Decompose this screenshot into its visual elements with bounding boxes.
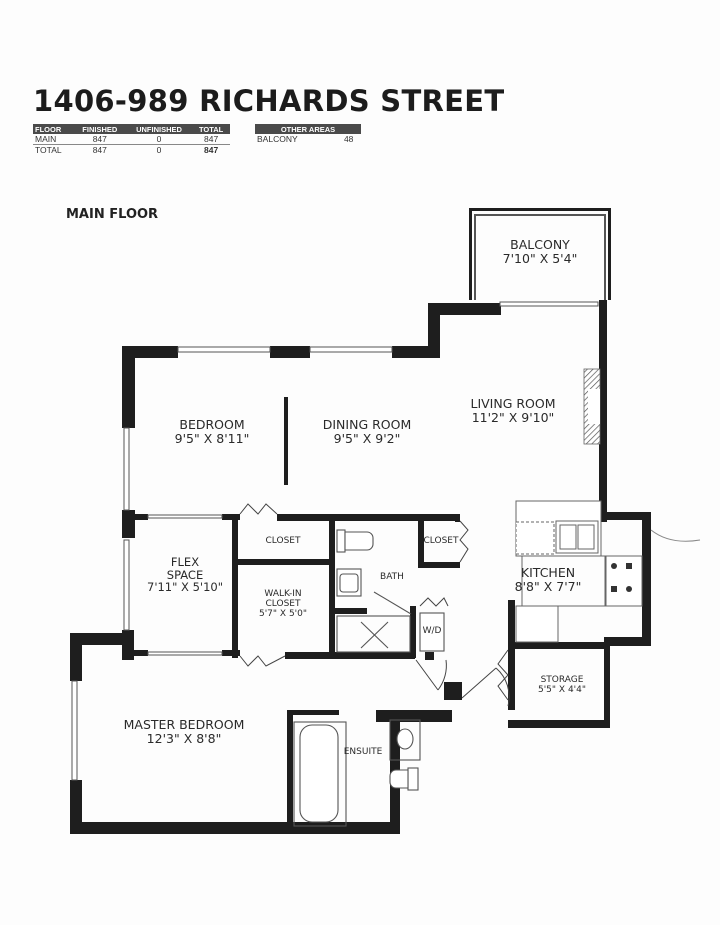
room-name: BEDROOM bbox=[179, 417, 245, 432]
room-balcony: BALCONY 7'10" X 5'4" bbox=[503, 238, 578, 266]
room-bedroom: BEDROOM 9'5" X 8'11" bbox=[175, 418, 250, 446]
fireplace bbox=[583, 368, 601, 445]
room-dimensions: 9'5" X 9'2" bbox=[333, 430, 401, 446]
cell-unfinished: 0 bbox=[125, 134, 193, 145]
room-living: LIVING ROOM 11'2" X 9'10" bbox=[470, 397, 555, 425]
room-dimensions: 9'5" X 8'11" bbox=[174, 430, 250, 446]
room-name: W/D bbox=[422, 626, 442, 636]
room-closet: CLOSET bbox=[265, 536, 301, 547]
room-dimensions: 12'3" X 8'8" bbox=[146, 730, 222, 746]
room-name: ENSUITE bbox=[343, 747, 383, 757]
room-name: CLOSET bbox=[265, 536, 301, 546]
cell-total: 847 bbox=[204, 145, 219, 155]
room-name: CLOSET bbox=[265, 598, 301, 609]
table-header-row: FLOOR FINISHED UNFINISHED TOTAL bbox=[33, 124, 230, 134]
doors bbox=[239, 503, 701, 707]
other-areas-table: OTHER AREAS BALCONY 48 bbox=[255, 124, 361, 144]
table-row: TOTAL 847 0 847 bbox=[33, 145, 230, 155]
cell-finished: 847 bbox=[73, 134, 126, 145]
room-dimensions: 5'5" X 4'4" bbox=[537, 684, 587, 695]
bath-fixtures bbox=[293, 529, 445, 827]
walls bbox=[70, 208, 651, 834]
cell-finished: 847 bbox=[92, 145, 107, 155]
cell-area-value: 48 bbox=[343, 134, 354, 144]
area-summary-table: FLOOR FINISHED UNFINISHED TOTAL MAIN 847… bbox=[33, 124, 230, 155]
page-title: 1406-989 RICHARDS STREET bbox=[33, 84, 505, 118]
stove-burners bbox=[611, 563, 632, 592]
room-closet-bath: CLOSET bbox=[423, 536, 459, 547]
table-row: MAIN 847 0 847 bbox=[33, 134, 230, 145]
column-header: UNFINISHED bbox=[125, 124, 193, 134]
room-walk-in-closet: WALK-IN CLOSET 5'7" X 5'0" bbox=[258, 589, 308, 620]
cell-unfinished: 0 bbox=[156, 145, 162, 155]
cell-area-name: BALCONY bbox=[257, 134, 298, 144]
room-name: WALK-IN bbox=[264, 589, 302, 599]
column-header: FLOOR bbox=[33, 124, 74, 134]
room-name: BATH bbox=[380, 572, 404, 582]
room-washer-dryer: W/D bbox=[422, 626, 442, 637]
room-dimensions: 11'2" X 9'10" bbox=[471, 409, 555, 425]
room-bath: BATH bbox=[380, 572, 404, 583]
cell-floor: TOTAL bbox=[35, 145, 62, 155]
room-master-bedroom: MASTER BEDROOM 12'3" X 8'8" bbox=[124, 718, 245, 746]
room-name: CLOSET bbox=[423, 536, 459, 546]
room-name: SPACE bbox=[166, 567, 204, 582]
table-header-row: OTHER AREAS bbox=[255, 124, 361, 134]
room-name: LIVING ROOM bbox=[470, 396, 556, 411]
room-name: KITCHEN bbox=[520, 565, 576, 580]
room-name: MASTER BEDROOM bbox=[123, 717, 245, 732]
kitchen-counters bbox=[515, 500, 643, 643]
room-name: BALCONY bbox=[510, 237, 570, 252]
room-storage: STORAGE 5'5" X 4'4" bbox=[537, 675, 587, 696]
table-row: BALCONY 48 bbox=[255, 134, 361, 144]
room-name: DINING ROOM bbox=[322, 417, 412, 432]
column-header: FINISHED bbox=[73, 124, 126, 134]
room-dimensions: 8'8" X 7'7" bbox=[514, 578, 582, 594]
windows bbox=[71, 301, 599, 781]
column-header: TOTAL bbox=[192, 124, 230, 134]
room-name: STORAGE bbox=[540, 675, 584, 685]
room-kitchen: KITCHEN 8'8" X 7'7" bbox=[515, 566, 582, 594]
room-name: FLEX bbox=[170, 555, 200, 569]
room-dining: DINING ROOM 9'5" X 9'2" bbox=[323, 418, 412, 446]
room-dimensions: 7'10" X 5'4" bbox=[502, 250, 578, 266]
room-flex-space: FLEX SPACE 7'11" X 5'10" bbox=[147, 556, 223, 594]
cell-total: 847 bbox=[192, 134, 230, 145]
room-ensuite: ENSUITE bbox=[343, 747, 383, 758]
room-dimensions: 7'11" X 5'10" bbox=[147, 580, 223, 595]
cell-floor: MAIN bbox=[33, 134, 74, 145]
floor-label: MAIN FLOOR bbox=[66, 207, 159, 222]
column-header: OTHER AREAS bbox=[255, 124, 361, 134]
room-dimensions: 5'7" X 5'0" bbox=[258, 608, 308, 619]
